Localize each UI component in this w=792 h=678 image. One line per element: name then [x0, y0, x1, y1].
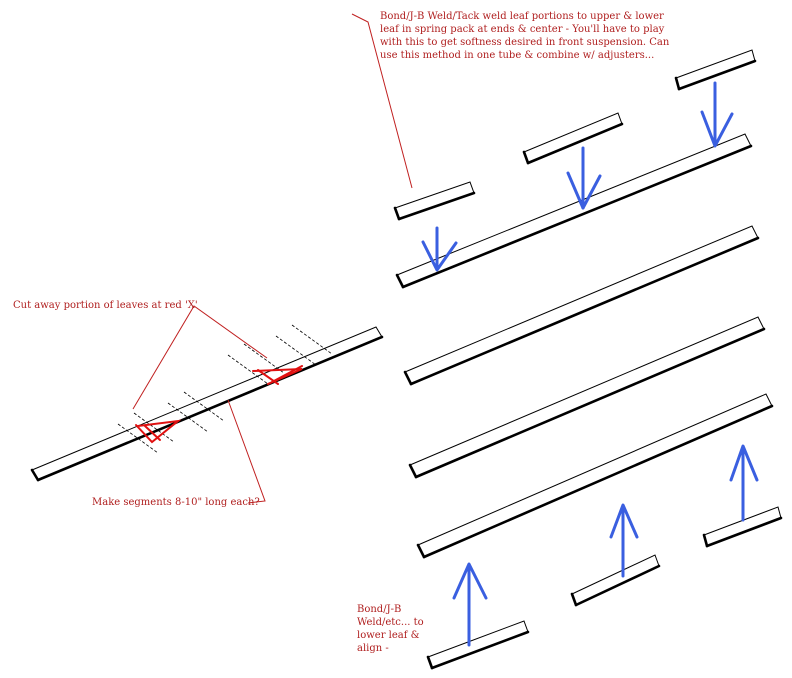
arrow-up-center — [609, 503, 639, 578]
arrow-down-right — [700, 81, 734, 148]
upper-segment-right — [674, 49, 757, 91]
lower-segment-right — [702, 506, 783, 548]
segments-note: Make segments 8-10" long each? — [92, 497, 260, 508]
leaf-2 — [403, 225, 760, 386]
lower-segment-left — [426, 620, 530, 670]
cut-note: Cut away portion of leaves at red 'X' — [13, 300, 198, 311]
lower-leaf — [416, 393, 774, 559]
bottom-note: Bond/J-B Weld/etc... to lower leaf & ali… — [357, 604, 424, 654]
upper-segment-center — [522, 112, 624, 165]
arrow-down-left — [421, 226, 458, 272]
top-note-leader-line — [351, 13, 413, 189]
top-note: Bond/J-B Weld/Tack weld leaf portions to… — [380, 11, 670, 61]
source-leaf — [30, 326, 384, 482]
cut-mark-right — [227, 324, 333, 385]
cut-leader-line — [132, 305, 268, 410]
arrow-up-right — [729, 444, 759, 522]
upper-segment-left — [393, 181, 476, 221]
arrow-up-left — [452, 562, 488, 647]
arrow-down-center — [566, 146, 602, 210]
segments-leader-line — [227, 399, 266, 504]
leaf-3 — [408, 316, 766, 479]
cut-mark-left — [117, 391, 225, 454]
lower-segment-center — [570, 554, 661, 607]
upper-leaf — [395, 133, 753, 289]
